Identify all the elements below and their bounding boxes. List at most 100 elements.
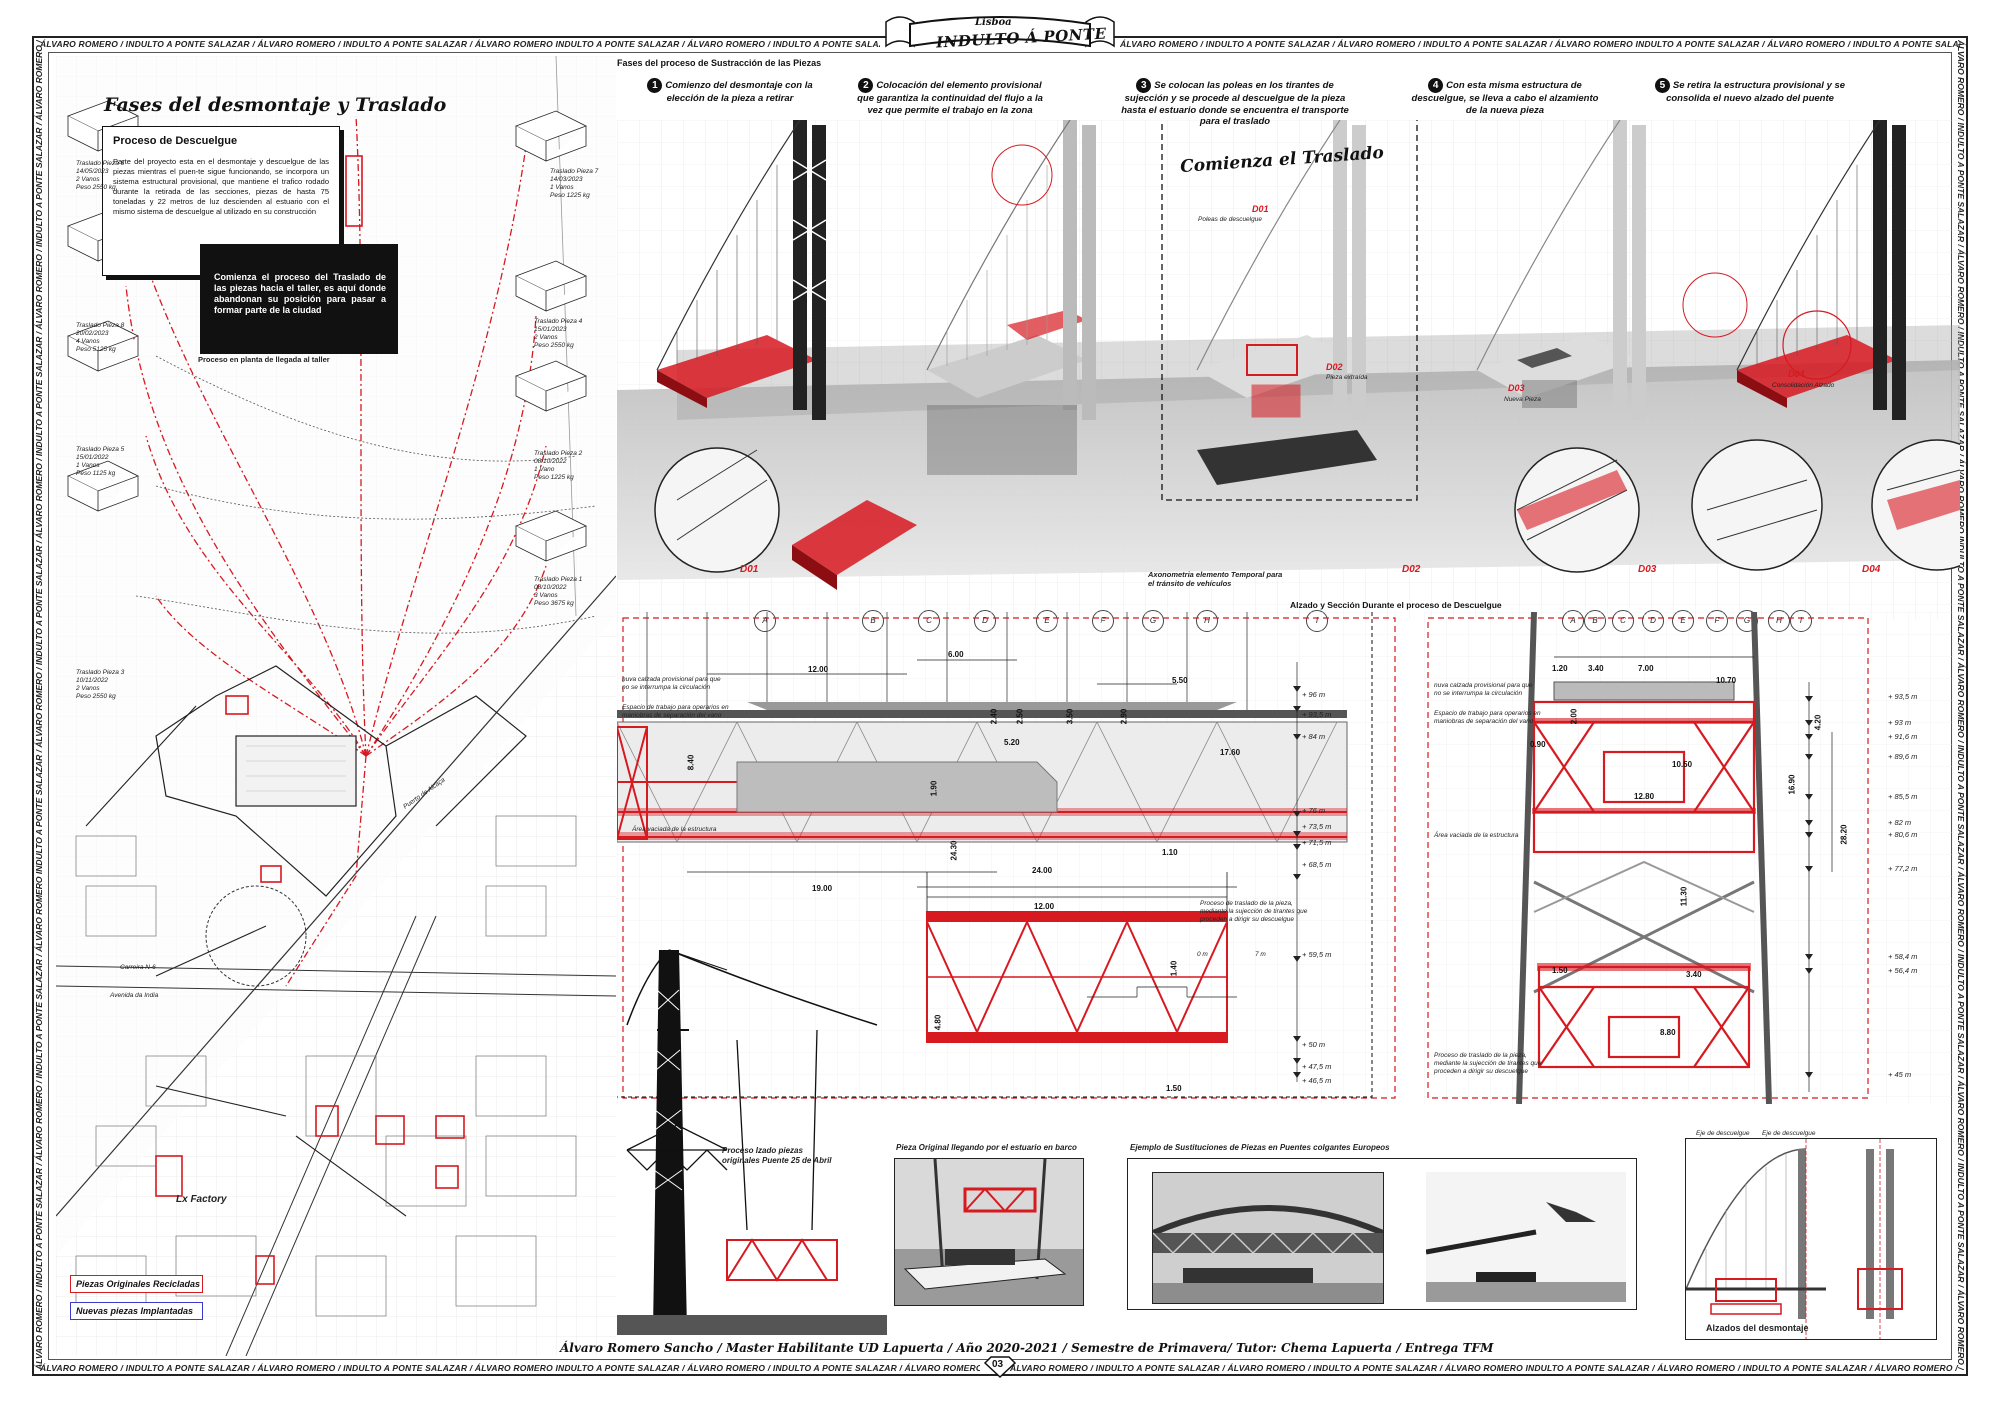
level-l-9: + 47,5 m xyxy=(1302,1062,1332,1071)
dim-r-0: 1.20 xyxy=(1552,664,1568,673)
dim-l-13: 4.80 xyxy=(933,1014,943,1031)
label-axo: Axonometria elemento Temporal para el tr… xyxy=(1148,570,1283,588)
banner-icon xyxy=(885,16,1115,48)
step-3-number: 3 xyxy=(1136,78,1152,93)
section-r-note-3: Área vaciada de la estructura xyxy=(1434,832,1519,839)
dim-l-5: 8.40 xyxy=(686,754,696,771)
dim-l-8: 19.00 xyxy=(812,884,833,893)
level-l-0: + 96 m xyxy=(1302,690,1326,699)
label-d01-bottom: D01 xyxy=(740,564,759,575)
photo-bridge-a xyxy=(1152,1172,1384,1304)
level-r-9: + 56,4 m xyxy=(1888,966,1918,975)
level-l-1: + 93,5 m xyxy=(1302,710,1332,719)
dim-l-10: 12.00 xyxy=(1034,902,1055,911)
level-r-10: + 45 m xyxy=(1888,1070,1912,1079)
section-r-note-4: Proceso de traslado de la pieza, mediant… xyxy=(1434,1052,1542,1075)
label-d04-sub: Consolidación Alzado xyxy=(1772,382,1835,389)
dim-l-1: 6.00 xyxy=(948,650,964,659)
credits-line: Álvaro Romero Sancho / Master Habilitant… xyxy=(560,1341,1494,1355)
dim-r-4: 0.90 xyxy=(1530,740,1546,749)
label-d03: D03 xyxy=(1508,383,1525,393)
process-box-title: Proceso de Descuelgue xyxy=(113,135,238,147)
dim-r-5: 10.50 xyxy=(1672,760,1693,769)
label-d01: D01 xyxy=(1252,204,1269,214)
section-r-note-2: Espacio de trabajo para operarios en man… xyxy=(1434,710,1541,725)
dim-l-2: 5.50 xyxy=(1172,676,1188,685)
elevation-drawing xyxy=(1685,1138,1937,1340)
plan-caption: Proceso en planta de llegada al taller xyxy=(198,355,330,364)
section-r-note-1: nuva calzada provisional para que no se … xyxy=(1434,682,1533,697)
photo-boat xyxy=(894,1158,1084,1306)
section-title: Alzado y Sección Durante el proceso de D… xyxy=(1290,600,1502,610)
level-l-4: + 73,5 m xyxy=(1302,822,1332,831)
elevation-caption: Alzados del desmontaje xyxy=(1706,1323,1809,1333)
dim-l-16: 2.50 xyxy=(1015,708,1025,725)
dim-l-4: 17.60 xyxy=(1220,748,1241,757)
step-4-number: 4 xyxy=(1428,78,1444,93)
section-note-2: Espacio de trabajo para operarios en man… xyxy=(622,704,729,719)
photo-bridge-b xyxy=(1426,1172,1626,1302)
dim-r-13: 8.80 xyxy=(1660,1028,1676,1037)
dim-l-0: 12.00 xyxy=(808,665,829,674)
elevation-svg xyxy=(1685,1139,1903,1339)
map-label-lx-factory: Lx Factory xyxy=(176,1194,227,1205)
map-label-avenida: Avenida da India xyxy=(110,992,159,999)
elevation-left-svg xyxy=(611,601,1402,1104)
dim-l-17: 3.50 xyxy=(1065,708,1075,725)
section-note-1: nuva calzada provisional para que no se … xyxy=(622,676,721,691)
label-d02: D02 xyxy=(1326,362,1343,372)
dim-r-3: 10.70 xyxy=(1716,676,1737,685)
dim-l-6: 1.90 xyxy=(929,780,939,797)
photo2-frame xyxy=(1127,1158,1637,1310)
dim-r-11: 1.50 xyxy=(1552,966,1568,975)
tower-caption: Proceso Izado piezas originales Puente 2… xyxy=(722,1146,832,1165)
boat-photo-svg xyxy=(895,1159,1083,1305)
level-l-7: + 59,5 m xyxy=(1302,950,1332,959)
level-r-8: + 58,4 m xyxy=(1888,952,1918,961)
photo1-caption: Pieza Original llegando por el estuario … xyxy=(896,1143,1077,1152)
legend-new: Nuevas piezas Implantadas xyxy=(70,1302,203,1320)
bridge-photo-b-svg xyxy=(1426,1172,1626,1302)
level-r-3: + 89,6 m xyxy=(1888,752,1918,761)
dim-l-12: 1.40 xyxy=(1169,960,1179,977)
photo2-caption: Ejemplo de Sustituciones de Piezas en Pu… xyxy=(1130,1143,1390,1152)
diamond-icon xyxy=(983,1356,1017,1379)
left-panel-title: Fases del desmontaje y Traslado xyxy=(104,94,447,116)
level-r-6: + 80,6 m xyxy=(1888,830,1918,839)
process-box-text: Parte del proyecto esta en el desmontaje… xyxy=(113,157,329,216)
step-2-number: 2 xyxy=(858,78,874,93)
level-r-7: + 77,2 m xyxy=(1888,864,1918,873)
top-strip: ÁLVARO ROMERO / INDULTO A PONTE SALAZAR … xyxy=(40,39,880,49)
bottom-strip: ÁLVARO ROMERO / INDULTO A PONTE SALAZAR … xyxy=(40,1363,980,1373)
bridge-photo-a-svg xyxy=(1153,1173,1383,1303)
step-1-number: 1 xyxy=(647,78,663,93)
level-l-2: + 84 m xyxy=(1302,732,1326,741)
label-d03-bottom: D03 xyxy=(1638,564,1657,575)
map-label-carretera: Carreira N-6 xyxy=(120,964,156,971)
label-d01-sub: Poleas de descuelgue xyxy=(1198,216,1262,223)
step-5-number: 5 xyxy=(1654,78,1670,93)
dim-r-9: 28.20 xyxy=(1839,824,1849,845)
label-d03-sub: Nueva Pieza xyxy=(1504,396,1541,403)
traslado-black-text: Comienza el proceso del Traslado de las … xyxy=(214,272,386,315)
level-r-2: + 91,6 m xyxy=(1888,732,1918,741)
label-d02-sub: Pieza extraída xyxy=(1326,374,1368,381)
dim-r-7: 16.90 xyxy=(1787,774,1797,795)
level-l-8: + 50 m xyxy=(1302,1040,1326,1049)
tower-drawing xyxy=(617,930,887,1338)
left-strip: ÁLVARO ROMERO / INDULTO A PONTE SALAZAR … xyxy=(34,40,44,1370)
level-r-0: + 93,5 m xyxy=(1888,692,1918,701)
level-r-5: + 82 m xyxy=(1888,818,1912,827)
dim-r-1: 3.40 xyxy=(1588,664,1604,673)
left-plan-panel xyxy=(56,56,616,1356)
axis-label-1: Eje de descuelgue xyxy=(1696,1130,1750,1137)
axis-label-2: Eje de descuelgue xyxy=(1762,1130,1816,1137)
